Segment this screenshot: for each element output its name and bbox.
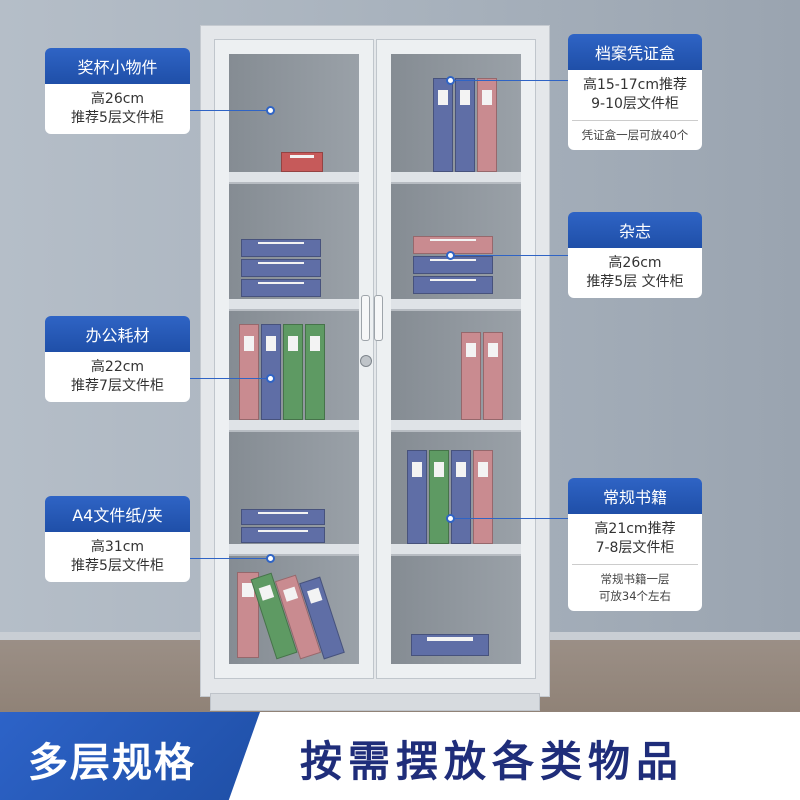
binder [483, 332, 503, 420]
binder [305, 324, 325, 420]
binder [429, 450, 449, 544]
door-lock[interactable] [360, 355, 372, 367]
callout-body: 高26cm 推荐5层 文件柜 [568, 248, 702, 298]
shelf [391, 299, 521, 311]
connector-line [185, 558, 270, 559]
callout-line: 高26cm [90, 91, 145, 107]
callout-trophy: 奖杯小物件 高26cm 推荐5层文件柜 [45, 48, 190, 134]
binder [473, 450, 493, 544]
binder [407, 450, 427, 544]
right-glass-pane [391, 54, 521, 664]
callout-title: 杂志 [568, 212, 702, 248]
binder [241, 279, 321, 297]
callout-note-line: 常规书籍一层 [600, 571, 670, 586]
banner-right-text: 按需摆放各类物品 [300, 737, 685, 786]
connector-line [450, 80, 570, 81]
binder [451, 450, 471, 544]
callout-body: 高15-17cm推荐 9-10层文件柜 凭证盒一层可放40个 [568, 70, 702, 151]
callout-title: 档案凭证盒 [568, 34, 702, 70]
binder [239, 324, 259, 420]
shelf [391, 544, 521, 556]
binder [283, 324, 303, 420]
cabinet-base [210, 693, 540, 711]
callout-line: 推荐7层文件柜 [71, 377, 164, 394]
callout-office-supplies: 办公耗材 高22cm 推荐7层文件柜 [45, 316, 190, 402]
filing-cabinet [200, 25, 550, 715]
marker-dot [446, 251, 455, 260]
callout-line: 高21cm推荐 [594, 521, 676, 537]
callout-note: 凭证盒一层可放40个 [572, 119, 698, 144]
binder [411, 634, 489, 656]
callout-body: 高21cm推荐 7-8层文件柜 常规书籍一层 可放34个左右 [568, 514, 702, 612]
left-glass-door [214, 39, 374, 679]
callout-title: 常规书籍 [568, 478, 702, 514]
callout-title: A4文件纸/夹 [45, 496, 190, 532]
shelf [229, 299, 359, 311]
connector-line [185, 378, 270, 379]
marker-dot [266, 554, 275, 563]
binder [261, 324, 281, 420]
marker-dot [266, 106, 275, 115]
binder [413, 276, 493, 294]
right-glass-door [374, 39, 536, 679]
binder [241, 239, 321, 257]
shelf [391, 420, 521, 432]
callout-body: 高26cm 推荐5层文件柜 [45, 84, 190, 134]
callout-line: 高31cm [90, 539, 145, 555]
connector-line [450, 518, 570, 519]
connector-line [450, 255, 570, 256]
shelf [391, 172, 521, 184]
marker-dot [266, 374, 275, 383]
callout-line: 推荐5层文件柜 [71, 109, 164, 126]
callout-note-line: 可放34个左右 [598, 589, 672, 604]
callout-line: 推荐5层文件柜 [71, 557, 164, 574]
callout-body: 高22cm 推荐7层文件柜 [45, 352, 190, 402]
binder [241, 259, 321, 277]
callout-a4: A4文件纸/夹 高31cm 推荐5层文件柜 [45, 496, 190, 582]
callout-line: 推荐5层 文件柜 [586, 273, 684, 290]
binder [241, 527, 325, 543]
callout-title: 奖杯小物件 [45, 48, 190, 84]
callout-books: 常规书籍 高21cm推荐 7-8层文件柜 常规书籍一层 可放34个左右 [568, 478, 702, 612]
left-door-handle[interactable] [361, 295, 370, 341]
callout-magazine: 杂志 高26cm 推荐5层 文件柜 [568, 212, 702, 298]
callout-archive: 档案凭证盒 高15-17cm推荐 9-10层文件柜 凭证盒一层可放40个 [568, 34, 702, 151]
banner-left-panel: 多层规格 [0, 712, 260, 800]
callout-line: 9-10层文件柜 [591, 95, 679, 112]
callout-line: 高26cm [608, 255, 662, 271]
banner-left-text: 多层规格 [28, 740, 196, 786]
binder [241, 509, 325, 525]
marker-dot [446, 76, 455, 85]
shelf [229, 544, 359, 556]
callout-title: 办公耗材 [45, 316, 190, 352]
callout-body: 高31cm 推荐5层文件柜 [45, 532, 190, 582]
shelf [229, 420, 359, 432]
marker-dot [446, 514, 455, 523]
binder [461, 332, 481, 420]
callout-line: 7-8层文件柜 [595, 539, 675, 556]
right-door-handle[interactable] [374, 295, 383, 341]
connector-line [185, 110, 270, 111]
callout-note: 常规书籍一层 可放34个左右 [572, 563, 698, 606]
callout-line: 高15-17cm推荐 [582, 77, 687, 93]
left-glass-pane [229, 54, 359, 664]
binder [477, 78, 497, 172]
trophy-box [281, 152, 323, 172]
binder [455, 78, 475, 172]
shelf [229, 172, 359, 184]
callout-line: 高22cm [90, 359, 145, 375]
binder [237, 572, 259, 658]
binder [433, 78, 453, 172]
